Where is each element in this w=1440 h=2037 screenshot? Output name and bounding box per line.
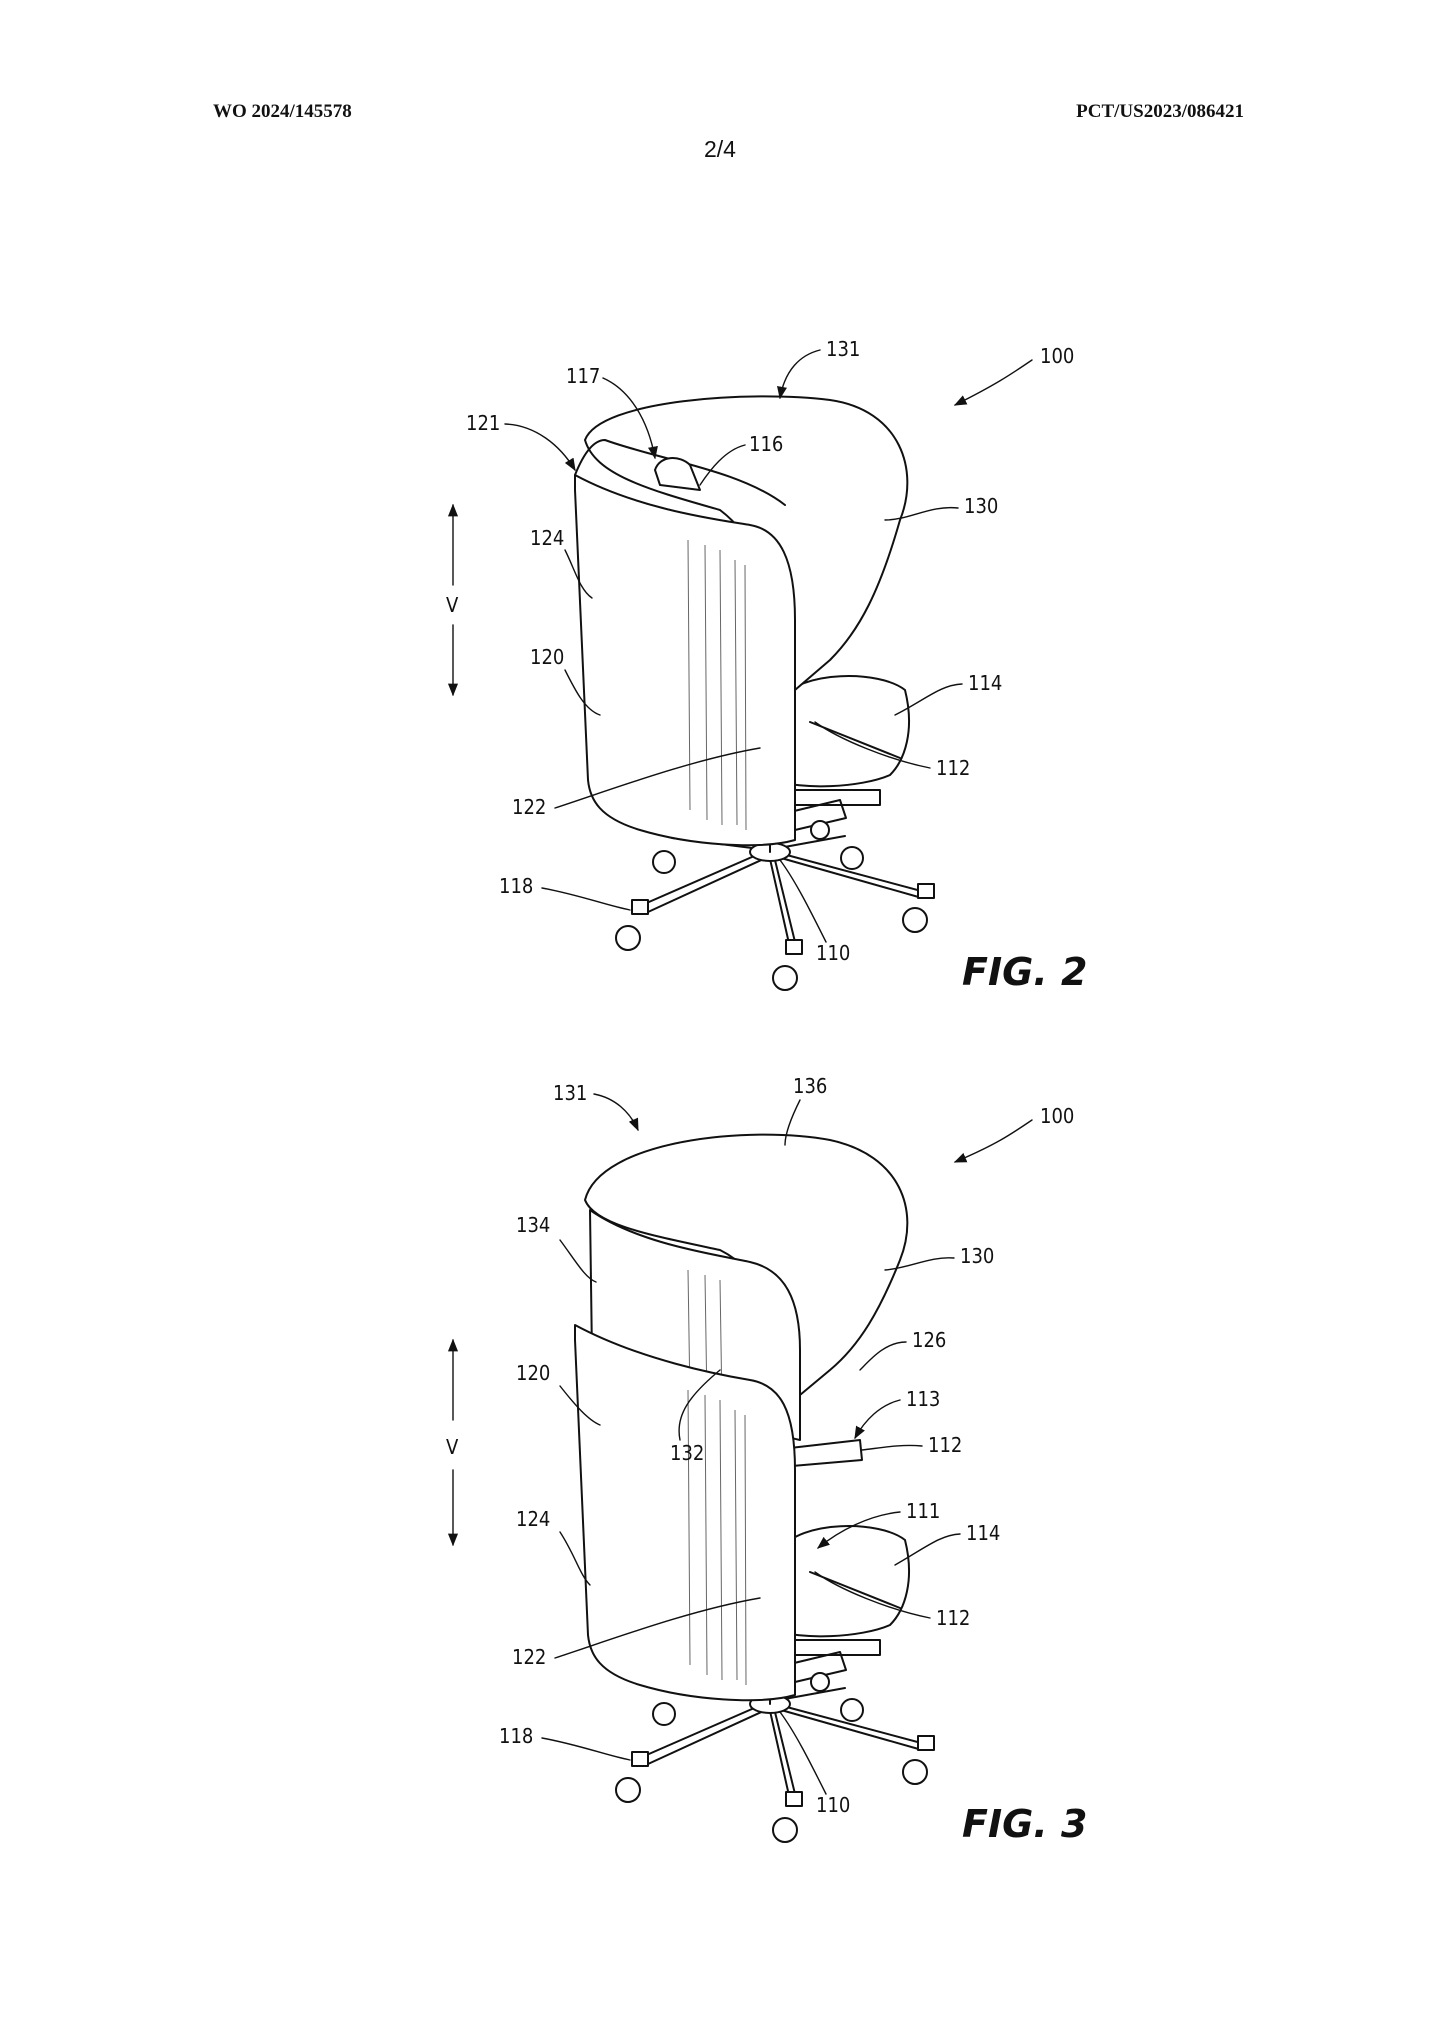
ref-112: 112 — [936, 756, 970, 780]
rail — [789, 1439, 863, 1467]
ref-100: 100 — [1040, 1104, 1074, 1128]
ref-126: 126 — [912, 1328, 946, 1352]
ref-100: 100 — [1040, 344, 1074, 368]
ref-121: 121 — [466, 411, 500, 435]
ref-136: 136 — [793, 1074, 827, 1098]
ref-124: 124 — [530, 526, 564, 550]
application-number: PCT/US2023/086421 — [1076, 101, 1244, 122]
ref-124: 124 — [516, 1507, 550, 1531]
ref-131: 131 — [826, 337, 860, 361]
ref-114: 114 — [966, 1521, 1000, 1545]
sheet-number: 2/4 — [704, 136, 736, 162]
headrest — [654, 457, 701, 491]
ref-112-lower: 112 — [936, 1606, 970, 1630]
ref-111: 111 — [906, 1499, 940, 1523]
ref-134: 134 — [516, 1213, 550, 1237]
ref-122: 122 — [512, 795, 546, 819]
ref-113: 113 — [906, 1387, 940, 1411]
ref-v-vertical: V — [446, 593, 459, 617]
ref-132: 132 — [670, 1441, 704, 1465]
ref-122: 122 — [512, 1645, 546, 1669]
ref-118: 118 — [499, 874, 533, 898]
ref-112-upper: 112 — [928, 1433, 962, 1457]
ref-120: 120 — [530, 645, 564, 669]
ref-114: 114 — [968, 671, 1002, 695]
ref-120: 120 — [516, 1361, 550, 1385]
lower-front-panel — [574, 1324, 796, 1702]
figure-2-caption: FIG. 2 — [962, 950, 1087, 994]
figure-3-caption: FIG. 3 — [962, 1802, 1087, 1846]
ref-130: 130 — [960, 1244, 994, 1268]
ref-131: 131 — [553, 1081, 587, 1105]
ref-110: 110 — [816, 1793, 850, 1817]
front-panel — [574, 474, 796, 847]
ref-130: 130 — [964, 494, 998, 518]
ref-118: 118 — [499, 1724, 533, 1748]
figure-3-drawing: 131 136 100 134 130 126 120 113 132 112 … — [446, 1074, 1087, 1846]
ref-v-vertical: V — [446, 1435, 459, 1459]
figure-2-drawing: 100 131 117 121 116 130 124 120 114 112 … — [446, 337, 1087, 994]
ref-116: 116 — [749, 432, 783, 456]
ref-110: 110 — [816, 941, 850, 965]
ref-117: 117 — [566, 364, 600, 388]
publication-number: WO 2024/145578 — [213, 101, 352, 122]
